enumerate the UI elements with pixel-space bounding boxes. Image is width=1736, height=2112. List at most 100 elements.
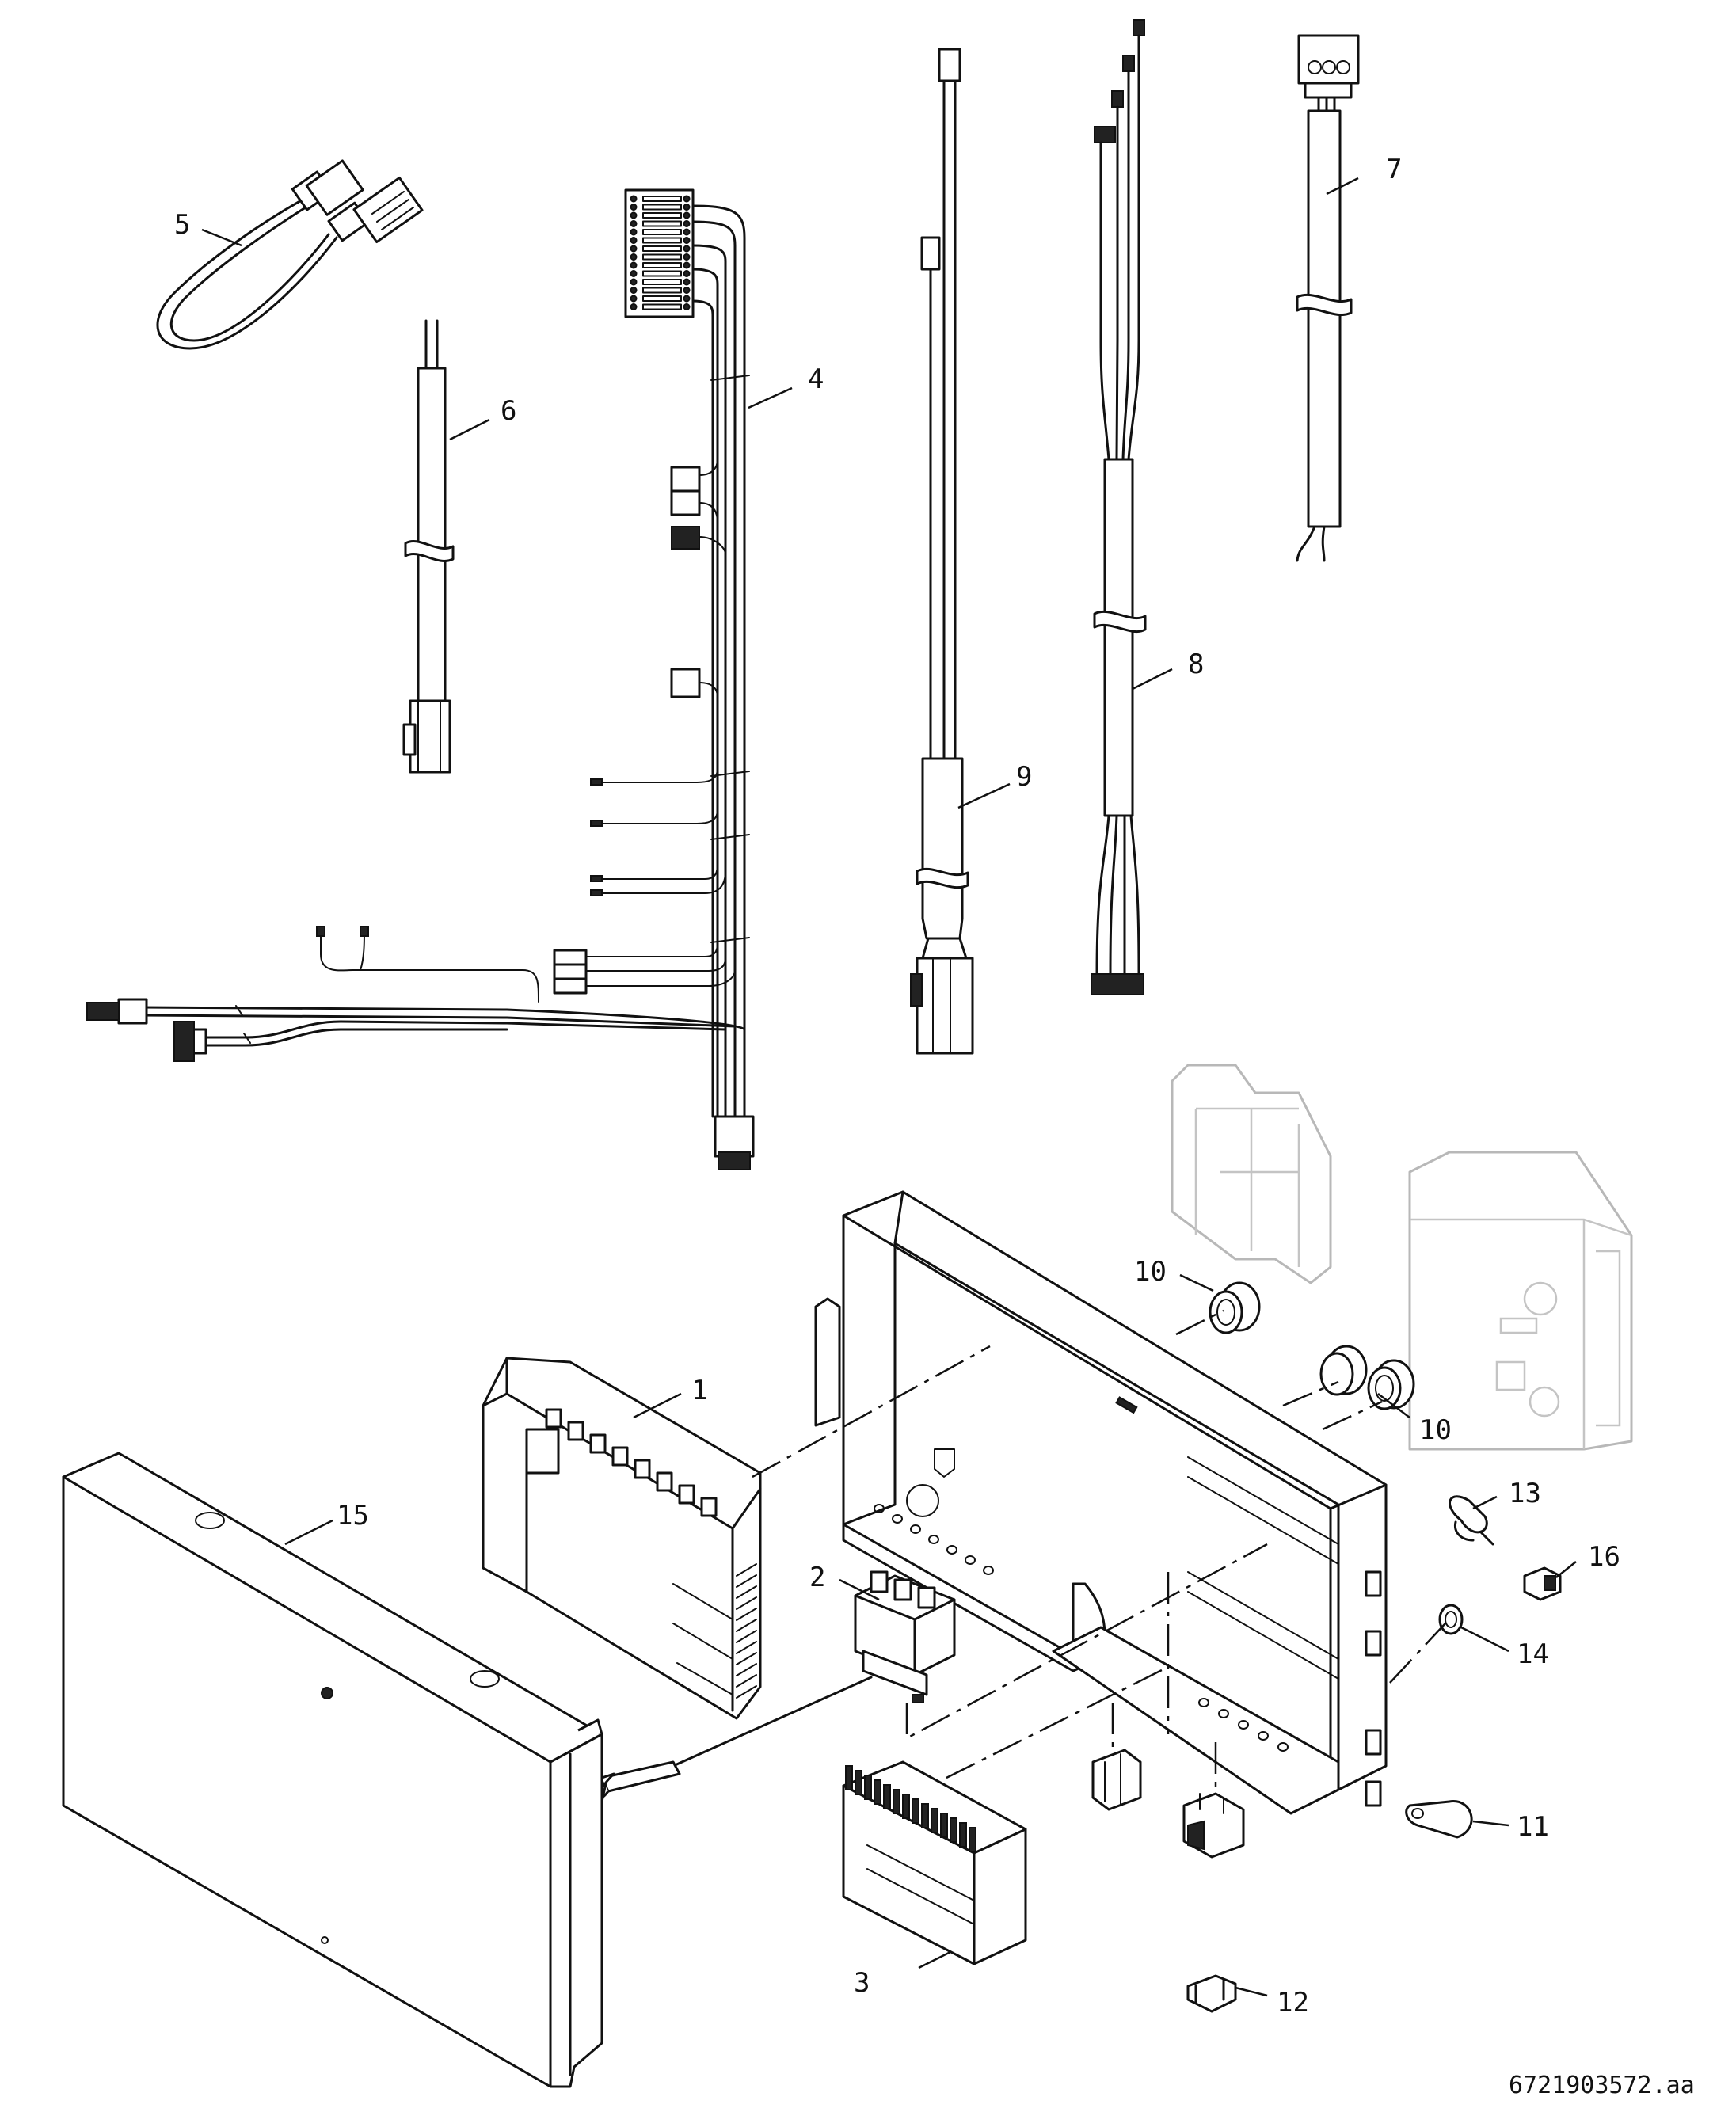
unit-pin (736, 1630, 757, 1643)
unit-pin (736, 1574, 757, 1588)
callout-5: 5 (174, 209, 190, 241)
callout-2: 2 (809, 1562, 825, 1593)
part-4-wiring-harness (86, 188, 755, 1170)
terminal-tooth (864, 1775, 872, 1800)
terminal-slot (642, 295, 682, 302)
frame-hole (892, 1514, 903, 1524)
terminal-screw (683, 261, 691, 269)
frame-hole (874, 1504, 885, 1513)
callout-4: 4 (808, 363, 824, 395)
frame-hole (1277, 1742, 1289, 1752)
part-12-bracket (1186, 1974, 1237, 2013)
terminal-slot (642, 279, 682, 285)
frame-hole (946, 1545, 957, 1555)
callout-11: 11 (1517, 1811, 1549, 1843)
assembly-guide-lines (752, 1309, 1446, 1790)
terminal-screw (630, 295, 638, 303)
terminal-screw (683, 228, 691, 236)
unit-slot (589, 1433, 607, 1454)
unit-slot (656, 1471, 673, 1492)
part-5-network-cable (156, 159, 424, 350)
terminal-slot (642, 212, 682, 219)
terminal-tooth (921, 1803, 929, 1828)
terminal-screw (683, 278, 691, 286)
terminal-tooth (874, 1779, 881, 1805)
terminal-screw (630, 270, 638, 277)
callout-14: 14 (1517, 1638, 1549, 1670)
frame-hole (1238, 1720, 1249, 1730)
callout-15: 15 (337, 1500, 369, 1532)
terminal-tooth (855, 1770, 862, 1795)
part-8-cable (1091, 19, 1147, 995)
terminal-screw (630, 245, 638, 253)
part-1-control-unit (482, 1357, 762, 1720)
terminal-tooth (959, 1822, 967, 1848)
unit-pin (736, 1563, 757, 1577)
terminal-tooth (912, 1798, 919, 1824)
terminal-tooth (931, 1808, 938, 1833)
floor-connector-b (1182, 1792, 1245, 1859)
part-11-p-clip (1405, 1800, 1473, 1839)
part-7-cable (1296, 34, 1360, 562)
part-16-connector (1523, 1566, 1562, 1601)
terminal-screw (683, 237, 691, 244)
terminal-slot (642, 237, 682, 244)
terminal-screw (683, 287, 691, 294)
terminal-tooth (893, 1789, 900, 1814)
terminal-slot (642, 229, 682, 235)
terminal-screw (630, 228, 638, 236)
mounting-frame (814, 1190, 1388, 1815)
terminal-screw (683, 270, 691, 277)
unit-pin (736, 1585, 757, 1599)
terminal-slot (642, 287, 682, 294)
callout-6: 6 (501, 395, 516, 427)
unit-slot (567, 1421, 584, 1441)
part-10-grommet-pair (1319, 1345, 1415, 1410)
unit-pin (736, 1674, 757, 1688)
frame-hole (965, 1555, 976, 1565)
terminal-slot (642, 245, 682, 252)
part-6-cable (402, 319, 455, 774)
unit-pin (736, 1596, 757, 1610)
terminal-slot (642, 262, 682, 268)
terminal-tooth (940, 1813, 948, 1838)
terminal-screw (683, 220, 691, 227)
part-3-terminal-block (842, 1760, 1027, 1965)
frame-hole (983, 1566, 994, 1575)
callout-labels: 1 2 3 4 5 6 7 8 9 10 10 11 12 13 14 15 1… (174, 154, 1695, 2099)
terminal-screw (683, 245, 691, 253)
ghost-controller-housing (1408, 1151, 1633, 1451)
frame-hole (928, 1535, 939, 1544)
part-15-front-cover (62, 1452, 603, 2088)
unit-pin (736, 1663, 757, 1676)
callout-16: 16 (1588, 1541, 1620, 1573)
terminal-screw (630, 261, 638, 269)
unit-pin (736, 1608, 757, 1621)
ghost-controller-base (1171, 1064, 1332, 1284)
unit-slot (545, 1408, 562, 1429)
unit-slot (634, 1459, 651, 1479)
unit-pin (736, 1685, 757, 1699)
callout-8: 8 (1188, 649, 1204, 680)
terminal-screw (630, 211, 638, 219)
unit-slot (700, 1497, 718, 1517)
callout-1: 1 (691, 1375, 707, 1406)
terminal-screw (683, 253, 691, 261)
terminal-tooth (902, 1794, 910, 1819)
terminal-screw (683, 303, 691, 310)
unit-pin (736, 1652, 757, 1665)
callout-13: 13 (1509, 1478, 1541, 1509)
terminal-tooth (883, 1784, 891, 1809)
frame-hole (910, 1524, 921, 1534)
terminal-screw (683, 211, 691, 219)
terminal-tooth (845, 1765, 853, 1790)
terminal-screw (683, 204, 691, 211)
part-10-grommet-upper (1209, 1281, 1261, 1334)
unit-slot (678, 1484, 695, 1505)
leader-lines (201, 177, 1577, 1997)
unit-pin (736, 1641, 757, 1654)
callout-7: 7 (1386, 154, 1402, 185)
terminal-screw (630, 303, 638, 310)
floor-connector-a (1091, 1749, 1142, 1811)
